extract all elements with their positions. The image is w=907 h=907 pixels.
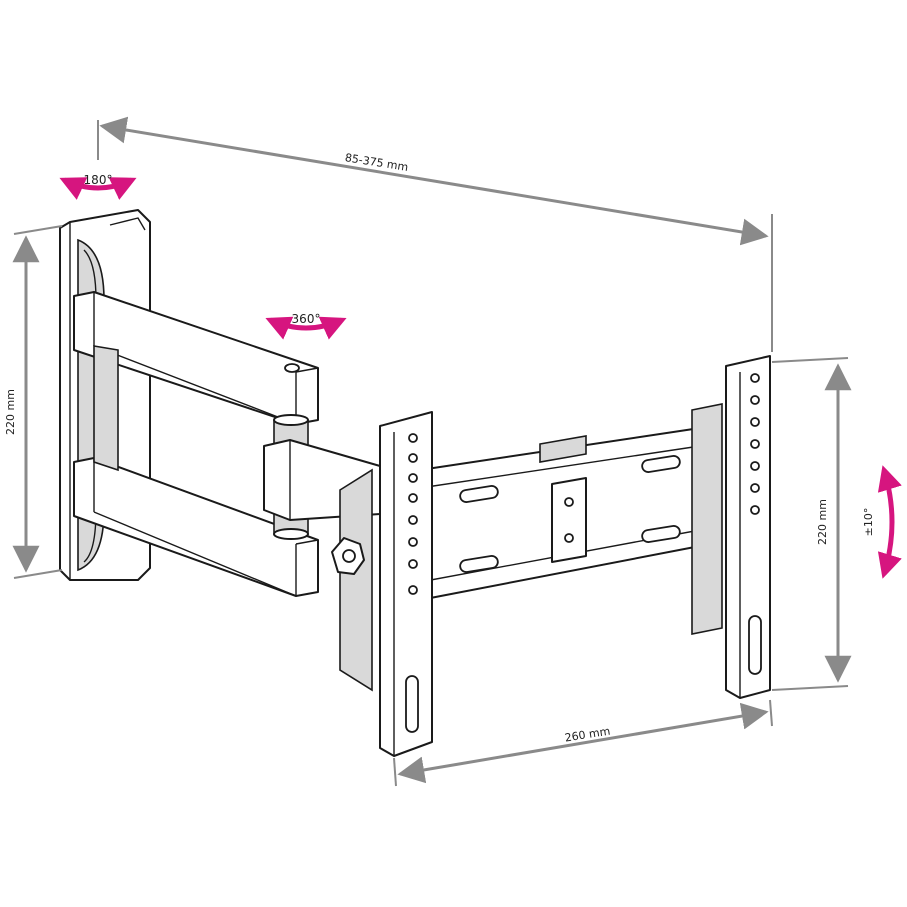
wall-plate-height-label: 220 mm [4, 389, 17, 435]
curved-arrow-icon [59, 177, 137, 200]
curved-arrow-icon [265, 316, 347, 340]
rotation-180-label: 180° [84, 173, 113, 187]
dimension-lines [12, 116, 852, 787]
rotation-360-label: 360° [292, 312, 321, 326]
tv-plate-height-label: 220 mm [816, 499, 829, 545]
rotation-180-indicator: 180° [59, 173, 137, 200]
tilt-label: ±10° [862, 508, 875, 537]
tv-bracket-rails [419, 427, 701, 601]
tv-plate-width-dimension-line [397, 702, 769, 784]
curved-arrow-icon [877, 465, 902, 579]
rotation-360-indicator: 360° [265, 312, 347, 340]
tilt-indicator: ±10° [862, 465, 902, 579]
tv-arm-right [691, 355, 771, 699]
arm-extension-dimension-line [99, 116, 769, 246]
